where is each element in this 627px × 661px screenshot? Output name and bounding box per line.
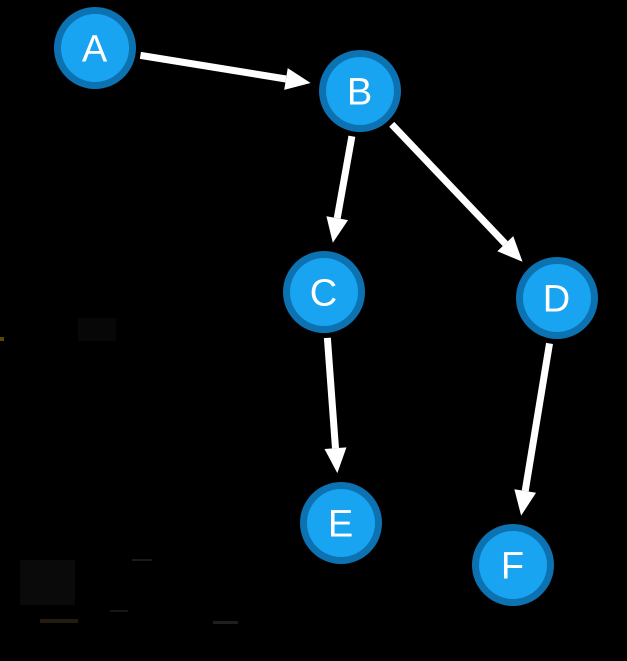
node-body — [479, 531, 547, 599]
node-label: B — [347, 72, 373, 114]
background-artifact — [213, 621, 238, 624]
node-B[interactable]: B — [319, 50, 401, 132]
edge-B-D — [389, 121, 523, 262]
edge-C-E — [323, 337, 347, 474]
node-body — [523, 264, 591, 332]
node-body — [290, 258, 358, 326]
node-label: D — [543, 279, 571, 321]
node-body — [307, 489, 375, 557]
node-body — [61, 14, 129, 82]
node-C[interactable]: C — [283, 251, 365, 333]
background-artifact — [132, 559, 152, 561]
node-label: E — [328, 504, 354, 546]
node-A[interactable]: A — [54, 7, 136, 89]
background-artifact — [110, 610, 128, 612]
arrowhead-icon — [497, 236, 523, 262]
arrowhead-icon — [326, 216, 349, 243]
edge-D-F — [514, 342, 553, 516]
node-D[interactable]: D — [516, 257, 598, 339]
node-F[interactable]: F — [472, 524, 554, 606]
edge-B-C — [326, 135, 356, 243]
background-artifact — [78, 318, 116, 341]
arrowhead-icon — [324, 447, 347, 474]
background-artifact — [20, 560, 75, 605]
node-label: C — [310, 273, 338, 315]
node-label: A — [82, 29, 108, 71]
arrowhead-icon — [284, 68, 311, 90]
background-artifact — [0, 337, 4, 341]
node-body — [326, 57, 394, 125]
node-label: F — [501, 546, 525, 588]
edge-A-B — [139, 51, 311, 90]
node-E[interactable]: E — [300, 482, 382, 564]
arrowhead-icon — [514, 489, 537, 516]
background-artifact — [40, 619, 78, 623]
